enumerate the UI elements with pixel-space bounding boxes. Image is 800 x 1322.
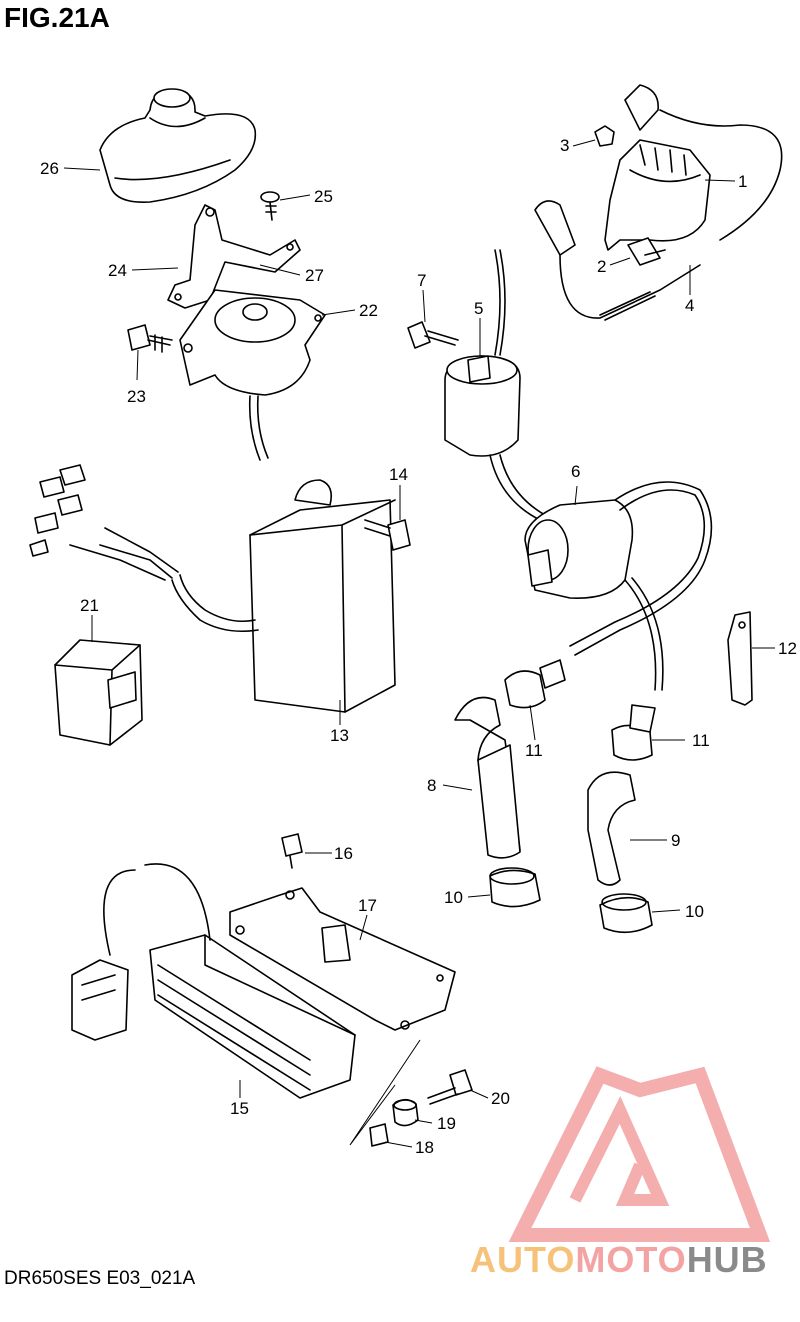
callout-17: 17 bbox=[358, 896, 377, 915]
part-10-boot-b bbox=[599, 893, 653, 934]
svg-text:AUTOMOTOHUB: AUTOMOTOHUB bbox=[470, 1239, 768, 1280]
callout-18: 18 bbox=[415, 1138, 434, 1157]
part-26-rubber-cover bbox=[99, 88, 257, 203]
callout-20: 20 bbox=[491, 1089, 510, 1108]
figure-title: FIG.21A bbox=[4, 2, 110, 33]
part-8-plug-cap bbox=[454, 696, 521, 859]
callout-14: 14 bbox=[389, 465, 408, 484]
callout-12: 12 bbox=[778, 639, 797, 658]
callout-11a: 11 bbox=[525, 741, 543, 760]
part-10-boot-a bbox=[489, 867, 541, 908]
part-18-collar bbox=[369, 1123, 389, 1147]
callout-23: 23 bbox=[127, 387, 146, 406]
callout-15: 15 bbox=[230, 1099, 249, 1118]
part-21-relay bbox=[54, 639, 143, 746]
part-19-grommet bbox=[392, 1098, 419, 1127]
part-24-bracket bbox=[167, 204, 301, 309]
part-17-bracket bbox=[229, 887, 456, 1031]
callout-1: 1 bbox=[738, 172, 747, 191]
callout-24: 24 bbox=[108, 261, 127, 280]
part-20-bolt bbox=[427, 1069, 473, 1105]
part-23-bolt bbox=[127, 324, 173, 353]
watermark-moto: MOTO bbox=[575, 1239, 686, 1280]
part-12-clamp bbox=[727, 611, 753, 706]
part-9-plug-cap bbox=[587, 771, 636, 886]
callout-10b: 10 bbox=[685, 902, 704, 921]
part-16-bolt bbox=[281, 833, 303, 869]
part-1-starter-relay bbox=[604, 84, 783, 251]
callout-6: 6 bbox=[571, 462, 580, 481]
watermark-hub: HUB bbox=[687, 1239, 768, 1280]
part-22-switch bbox=[179, 289, 326, 461]
callout-13: 13 bbox=[330, 726, 349, 745]
part-13-cdi-unit bbox=[69, 479, 396, 713]
watermark-auto: AUTO bbox=[470, 1239, 575, 1280]
part-11-cap-a bbox=[504, 659, 566, 709]
callout-5: 5 bbox=[474, 299, 483, 318]
part-3-nut bbox=[594, 125, 615, 147]
part-14-bolt bbox=[364, 519, 411, 551]
part-7-bolt bbox=[407, 321, 459, 349]
callout-9: 9 bbox=[671, 831, 680, 850]
part-4-lead-wire bbox=[534, 200, 701, 321]
part-25-screw bbox=[260, 191, 280, 221]
callout-25: 25 bbox=[314, 187, 333, 206]
callout-19: 19 bbox=[437, 1114, 456, 1133]
callout-21: 21 bbox=[80, 596, 99, 615]
watermark-text: AUTOMOTOHUB bbox=[470, 1239, 768, 1280]
part-5-ignition-coil bbox=[444, 249, 546, 521]
watermark-logo bbox=[508, 1066, 771, 1242]
callout-11b: 11 bbox=[692, 731, 710, 750]
part-11-cap-b bbox=[611, 704, 656, 761]
callout-labels: 26 25 24 27 22 23 3 1 2 4 7 5 6 14 21 13… bbox=[40, 136, 797, 1157]
callout-26: 26 bbox=[40, 159, 59, 178]
callout-27: 27 bbox=[305, 266, 324, 285]
callout-16: 16 bbox=[334, 844, 353, 863]
part-15-regulator bbox=[71, 863, 356, 1099]
callout-2: 2 bbox=[597, 257, 606, 276]
part-2-bolt bbox=[627, 237, 666, 266]
leader-lines bbox=[63, 139, 775, 1148]
callout-22: 22 bbox=[359, 301, 378, 320]
part-6-ignition-coil bbox=[524, 481, 713, 691]
callout-10a: 10 bbox=[444, 888, 463, 907]
callout-4: 4 bbox=[685, 296, 694, 315]
callout-7: 7 bbox=[417, 271, 426, 290]
callout-3: 3 bbox=[560, 136, 569, 155]
part-13-wire-connectors bbox=[29, 464, 86, 557]
callout-8: 8 bbox=[427, 776, 436, 795]
figure-code: DR650SES E03_021A bbox=[4, 1268, 196, 1289]
